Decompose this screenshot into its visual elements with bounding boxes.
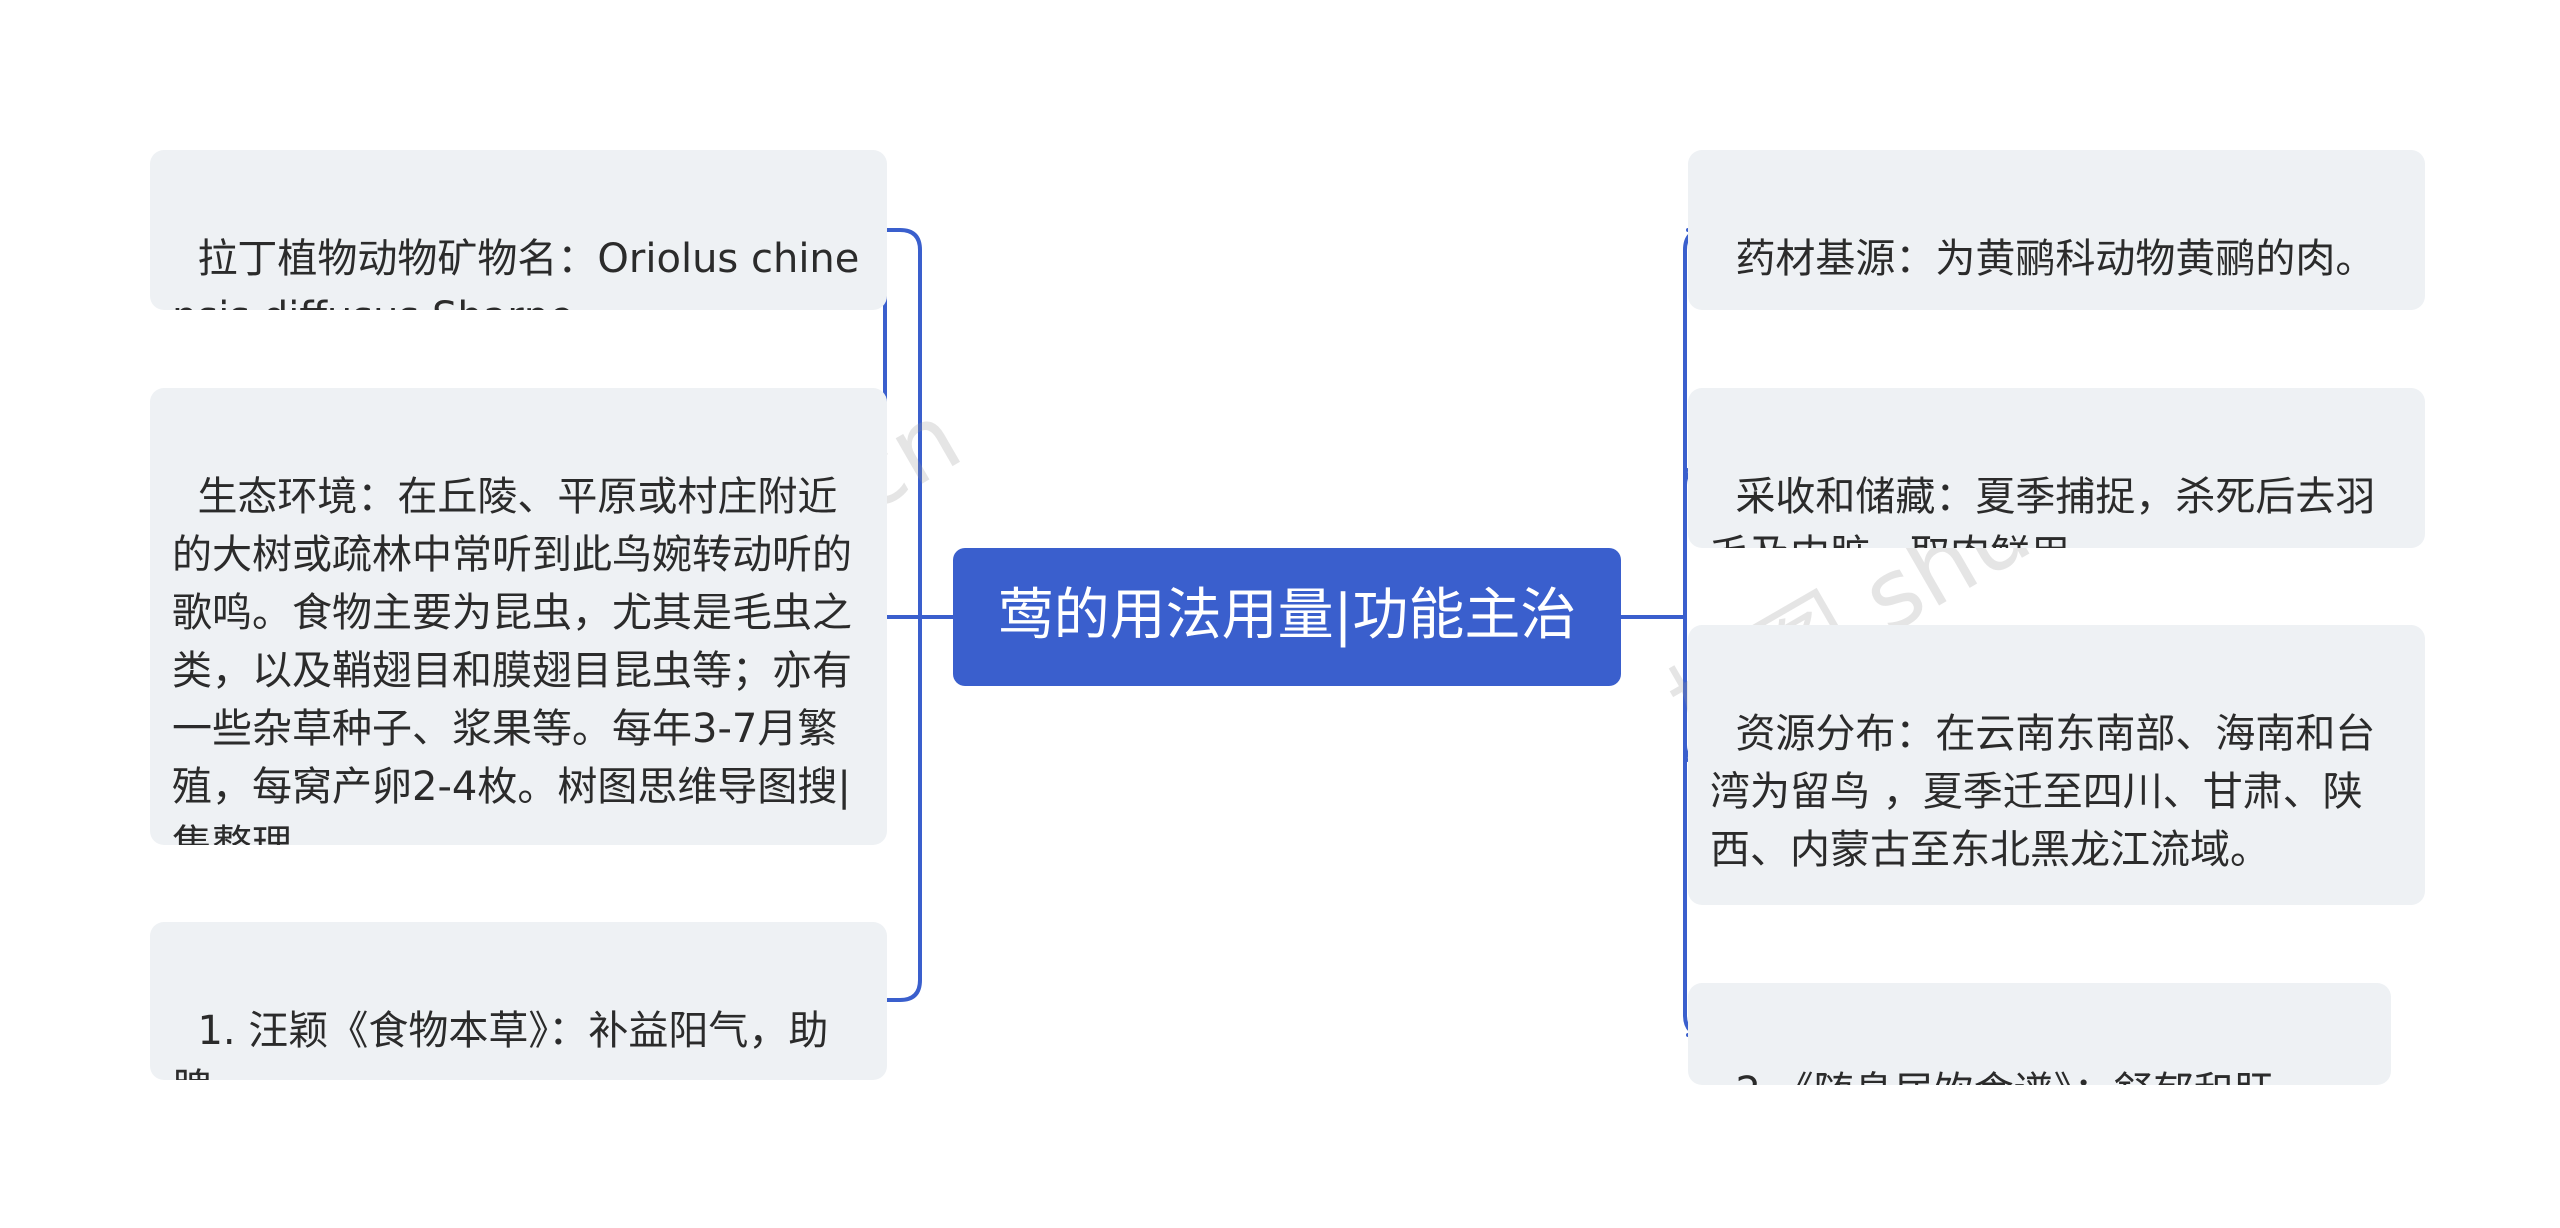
left-node-habitat[interactable]: 生态环境：在丘陵、平原或村庄附近的大树或疏林中常听到此鸟婉转动听的歌鸣。食物主要… [150, 388, 887, 845]
node-text: 采收和储藏：夏季捕捉，杀死后去羽毛及内脏，取肉鲜用。 [1710, 474, 2376, 548]
node-text: 1. 汪颖《食物本草》：补益阳气，助脾。 [172, 1008, 829, 1080]
left-node-latin-name[interactable]: 拉丁植物动物矿物名：Oriolus chinensis diffusus Sha… [150, 150, 887, 310]
right-node-diet-spectrum[interactable]: 2.《随息居饮食谱》：舒郁和肝。 [1688, 983, 2391, 1085]
root-node[interactable]: 莺的用法用量|功能主治 [953, 548, 1621, 686]
connector-left-spine [885, 228, 922, 1002]
right-node-source[interactable]: 药材基源：为黄鹂科动物黄鹂的肉。 [1688, 150, 2425, 310]
node-text: 2.《随息居饮食谱》：舒郁和肝。 [1735, 1069, 2313, 1085]
right-node-harvest[interactable]: 采收和储藏：夏季捕捉，杀死后去羽毛及内脏，取肉鲜用。 [1688, 388, 2425, 548]
node-text: 资源分布：在云南东南部、海南和台湾为留鸟 ，夏季迁至四川、甘肃、陕西、内蒙古至东… [1710, 711, 2376, 873]
node-text: 药材基源：为黄鹂科动物黄鹂的肉。 [1735, 236, 2376, 282]
node-text: 生态环境：在丘陵、平原或村庄附近的大树或疏林中常听到此鸟婉转动听的歌鸣。食物主要… [172, 474, 852, 845]
left-node-food-herbal[interactable]: 1. 汪颖《食物本草》：补益阳气，助脾。 [150, 922, 887, 1080]
right-node-distribution[interactable]: 资源分布：在云南东南部、海南和台湾为留鸟 ，夏季迁至四川、甘肃、陕西、内蒙古至东… [1688, 625, 2425, 905]
node-text: 拉丁植物动物矿物名：Oriolus chinensis diffusus Sha… [172, 236, 860, 310]
